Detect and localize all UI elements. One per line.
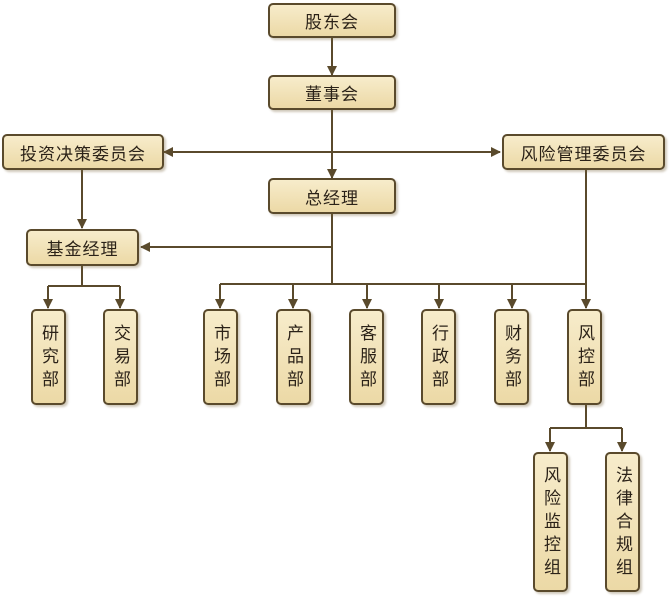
arrow-gm-fund-manager — [140, 214, 333, 252]
node-marketing: 市场部 — [203, 309, 238, 405]
node-admin: 行政部 — [421, 309, 456, 405]
node-fund-manager: 基金经理 — [26, 229, 139, 266]
node-risk-committee: 风险管理委员会 — [502, 134, 665, 170]
node-research: 研究部 — [31, 309, 66, 405]
node-risk-monitor: 风险监控组 — [533, 452, 568, 592]
node-legal-compliance: 法律合规组 — [605, 452, 640, 592]
node-board: 董事会 — [268, 75, 396, 110]
node-trading: 交易部 — [103, 309, 138, 405]
node-general-manager: 总经理 — [268, 178, 396, 214]
node-finance: 财务部 — [494, 309, 529, 405]
node-service: 客服部 — [349, 309, 384, 405]
node-shareholders: 股东会 — [268, 3, 396, 38]
node-product: 产品部 — [276, 309, 311, 405]
node-investment-committee: 投资决策委员会 — [2, 134, 164, 170]
node-risk-control: 风控部 — [567, 309, 602, 405]
